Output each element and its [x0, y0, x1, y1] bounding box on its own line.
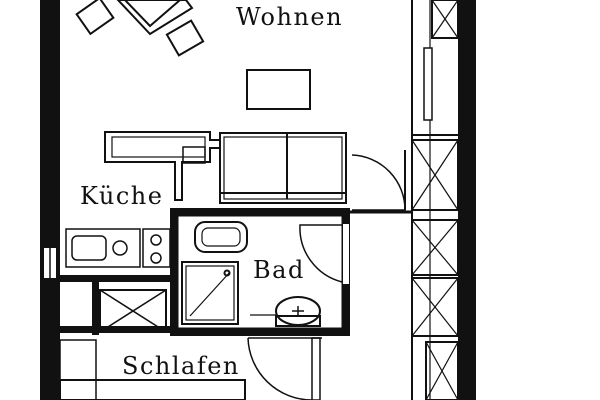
room-label-schlafen: Schlafen — [122, 352, 240, 380]
wardrobe-box-left-wall — [92, 275, 99, 335]
kitchen-stove — [142, 228, 171, 268]
room-label-wohnen: Wohnen — [236, 3, 343, 31]
storage-box — [99, 289, 167, 333]
wardrobe-column — [411, 0, 459, 400]
coffee-table — [246, 69, 311, 110]
bedroom-door-swing — [247, 337, 313, 400]
bedroom-bed — [59, 379, 246, 400]
room-label-kueche: Küche — [80, 182, 163, 210]
room-label-bad: Bad — [253, 256, 305, 284]
left-exterior-wall — [40, 0, 60, 400]
right-exterior-wall — [458, 0, 476, 400]
chair-right — [165, 19, 205, 57]
shower-tray — [181, 261, 239, 325]
bathroom-bottom-wall — [170, 328, 350, 336]
bathroom-door-gap — [343, 224, 349, 284]
living-door-swing — [351, 154, 406, 211]
bedroom-door-leaf — [311, 337, 321, 400]
sofa — [219, 132, 347, 204]
toilet — [275, 296, 321, 327]
bathroom-left-wall — [170, 208, 178, 336]
bathroom-inner-frame — [177, 215, 343, 329]
chair-left — [75, 0, 115, 36]
bathroom-top-wall — [170, 208, 350, 216]
bedroom-furniture-left — [59, 339, 97, 400]
kitchen-bottom-wall — [60, 275, 170, 282]
armchair-top — [116, 0, 194, 36]
bathroom-door-swing — [299, 224, 343, 283]
bedroom-top-wall — [60, 326, 172, 333]
kitchen-hob — [182, 146, 206, 164]
kitchen-sink — [65, 228, 141, 268]
bathroom-washbasin — [194, 221, 248, 253]
kitchen-counter — [104, 131, 221, 201]
